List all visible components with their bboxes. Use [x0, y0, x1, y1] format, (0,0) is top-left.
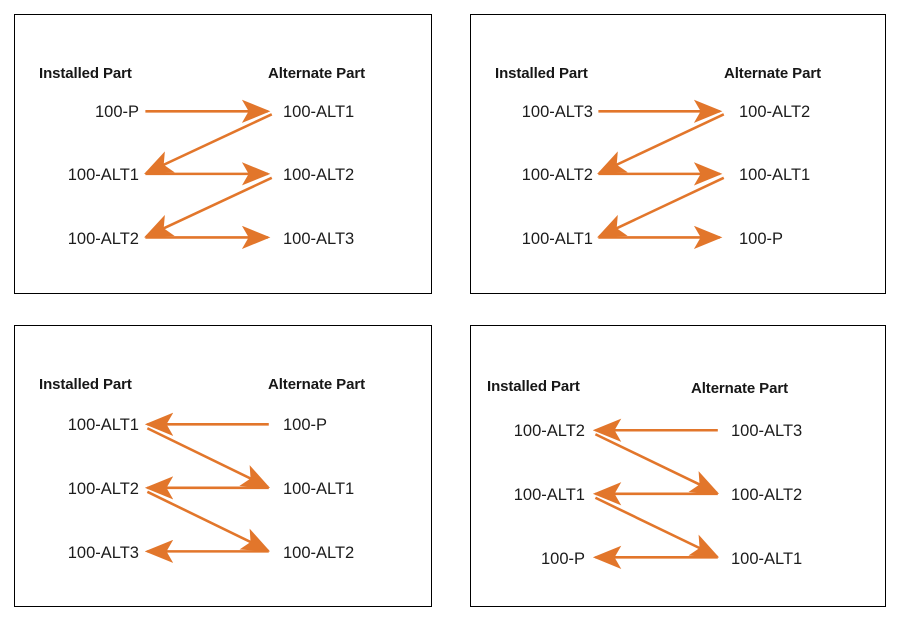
arrow-diagram-top-right: [471, 15, 885, 293]
column-header-installed: Installed Part: [39, 376, 132, 393]
alternate-part-2: 100-ALT2: [283, 166, 355, 184]
column-header-installed: Installed Part: [495, 65, 588, 82]
alternate-part-3: 100-P: [739, 230, 784, 248]
alternate-part-1: 100-ALT1: [283, 103, 355, 121]
panel-content: Installed Part Alternate Part 100-ALT1 1…: [15, 326, 431, 606]
installed-part-1: 100-ALT2: [513, 422, 585, 440]
arrow-diagonal-row2-row3: [594, 496, 720, 558]
alternate-part-1: 100-ALT2: [739, 103, 811, 121]
arrow-diagonal-row2-row3: [146, 490, 271, 552]
installed-part-3: 100-ALT1: [521, 230, 593, 248]
column-header-alternate: Alternate Part: [691, 380, 788, 397]
panel-content: Installed Part Alternate Part 100-P 100-…: [15, 15, 431, 293]
alternate-part-1: 100-P: [283, 416, 328, 434]
alternate-part-3: 100-ALT2: [283, 544, 355, 562]
installed-part-1: 100-ALT1: [67, 416, 139, 434]
arrow-diagram-bottom-right: [471, 326, 885, 606]
installed-part-2: 100-ALT2: [521, 166, 593, 184]
panel-top-right: Installed Part Alternate Part 100-ALT3 1…: [470, 14, 886, 294]
alternate-part-2: 100-ALT2: [731, 486, 803, 504]
arrow-diagonal-row1-row2: [144, 113, 273, 175]
arrow-diagonal-row2-row3: [597, 176, 725, 238]
installed-part-3: 100-ALT3: [67, 544, 139, 562]
panel-content: Installed Part Alternate Part 100-ALT2 1…: [471, 326, 885, 606]
alternate-part-2: 100-ALT1: [283, 480, 355, 498]
panel-content: Installed Part Alternate Part 100-ALT3 1…: [471, 15, 885, 293]
installed-part-3: 100-P: [540, 550, 585, 568]
panel-bottom-left: Installed Part Alternate Part 100-ALT1 1…: [14, 325, 432, 607]
arrow-diagram-bottom-left: [15, 326, 431, 606]
column-header-alternate: Alternate Part: [724, 65, 821, 82]
arrow-diagram-top-left: [15, 15, 431, 293]
panel-top-left: Installed Part Alternate Part 100-P 100-…: [14, 14, 432, 294]
panel-bottom-right: Installed Part Alternate Part 100-ALT2 1…: [470, 325, 886, 607]
installed-part-2: 100-ALT2: [67, 480, 139, 498]
arrow-diagonal-row1-row2: [597, 113, 725, 175]
arrow-diagonal-row2-row3: [144, 176, 273, 238]
column-header-installed: Installed Part: [39, 65, 132, 82]
installed-part-3: 100-ALT2: [67, 230, 139, 248]
column-header-alternate: Alternate Part: [268, 65, 365, 82]
alternate-part-2: 100-ALT1: [739, 166, 811, 184]
installed-part-2: 100-ALT1: [513, 486, 585, 504]
alternate-part-1: 100-ALT3: [731, 422, 803, 440]
installed-part-2: 100-ALT1: [67, 166, 139, 184]
installed-part-1: 100-P: [94, 103, 139, 121]
column-header-alternate: Alternate Part: [268, 376, 365, 393]
column-header-installed: Installed Part: [487, 378, 580, 395]
arrow-diagonal-row1-row2: [146, 427, 271, 489]
alternate-part-3: 100-ALT1: [731, 550, 803, 568]
installed-part-1: 100-ALT3: [521, 103, 593, 121]
arrow-diagonal-row1-row2: [594, 433, 720, 494]
alternate-part-3: 100-ALT3: [283, 230, 355, 248]
